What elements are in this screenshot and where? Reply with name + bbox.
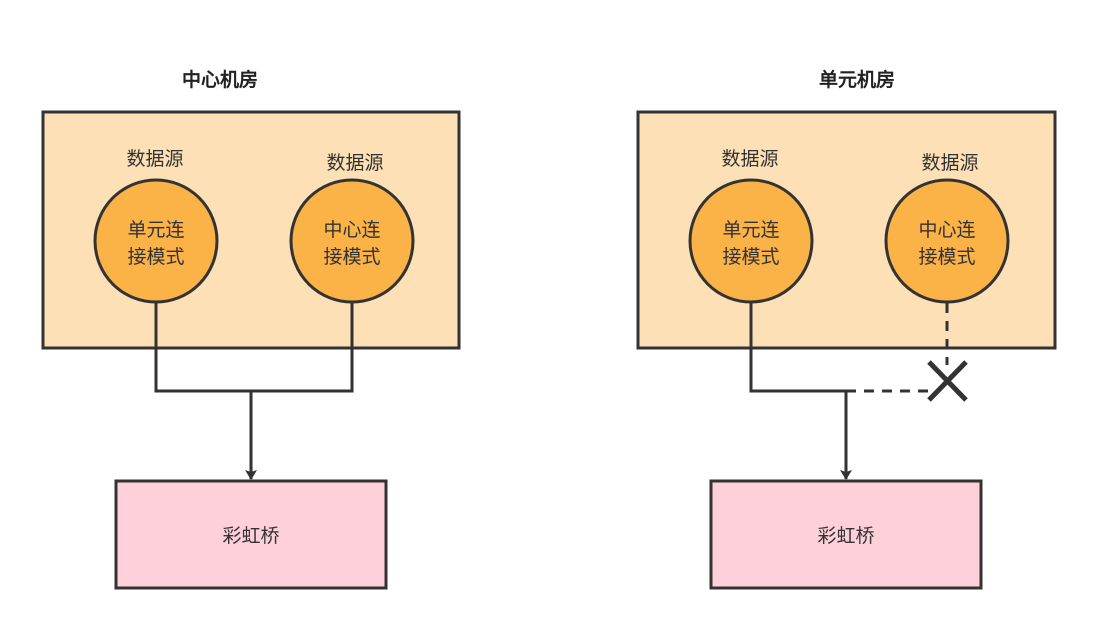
left-source-1-node: [93, 178, 219, 304]
left-source-1-line2: 接模式: [127, 246, 184, 268]
right-source-2-label: 数据源: [921, 152, 978, 174]
left-target-label: 彩虹桥: [222, 525, 279, 547]
right-source-1-line1: 单元连: [722, 219, 779, 241]
left-target-box: [114, 479, 388, 590]
left-connector: [154, 302, 354, 393]
left-source-2-node: [289, 178, 415, 304]
right-room-title: 单元机房: [819, 68, 895, 91]
left-source-2-line1: 中心连: [323, 219, 380, 241]
left-source-2-label: 数据源: [326, 152, 383, 174]
right-target-label: 彩虹桥: [817, 525, 874, 547]
right-source-1-label: 数据源: [721, 148, 778, 170]
left-diagram: 中心机房 数据源 数据源 单元连 接模式 中心连 接模式 彩虹桥: [41, 68, 461, 590]
left-source-1-label: 数据源: [126, 148, 183, 170]
right-source-1-node: [688, 178, 814, 304]
disconnected-x-icon: [927, 360, 968, 402]
left-source-2-line2: 接模式: [323, 246, 380, 268]
right-target-box: [709, 479, 983, 590]
right-source-2-node: [884, 178, 1010, 304]
right-connector-solid: [749, 302, 846, 393]
right-source-2-line2: 接模式: [918, 246, 975, 268]
left-room-title: 中心机房: [182, 68, 258, 91]
right-source-2-line1: 中心连: [918, 219, 975, 241]
left-source-1-line1: 单元连: [127, 219, 184, 241]
right-source-1-line2: 接模式: [722, 246, 779, 268]
right-diagram: 单元机房 数据源 数据源 单元连 接模式 中心连 接模式 彩虹桥: [636, 68, 1057, 590]
